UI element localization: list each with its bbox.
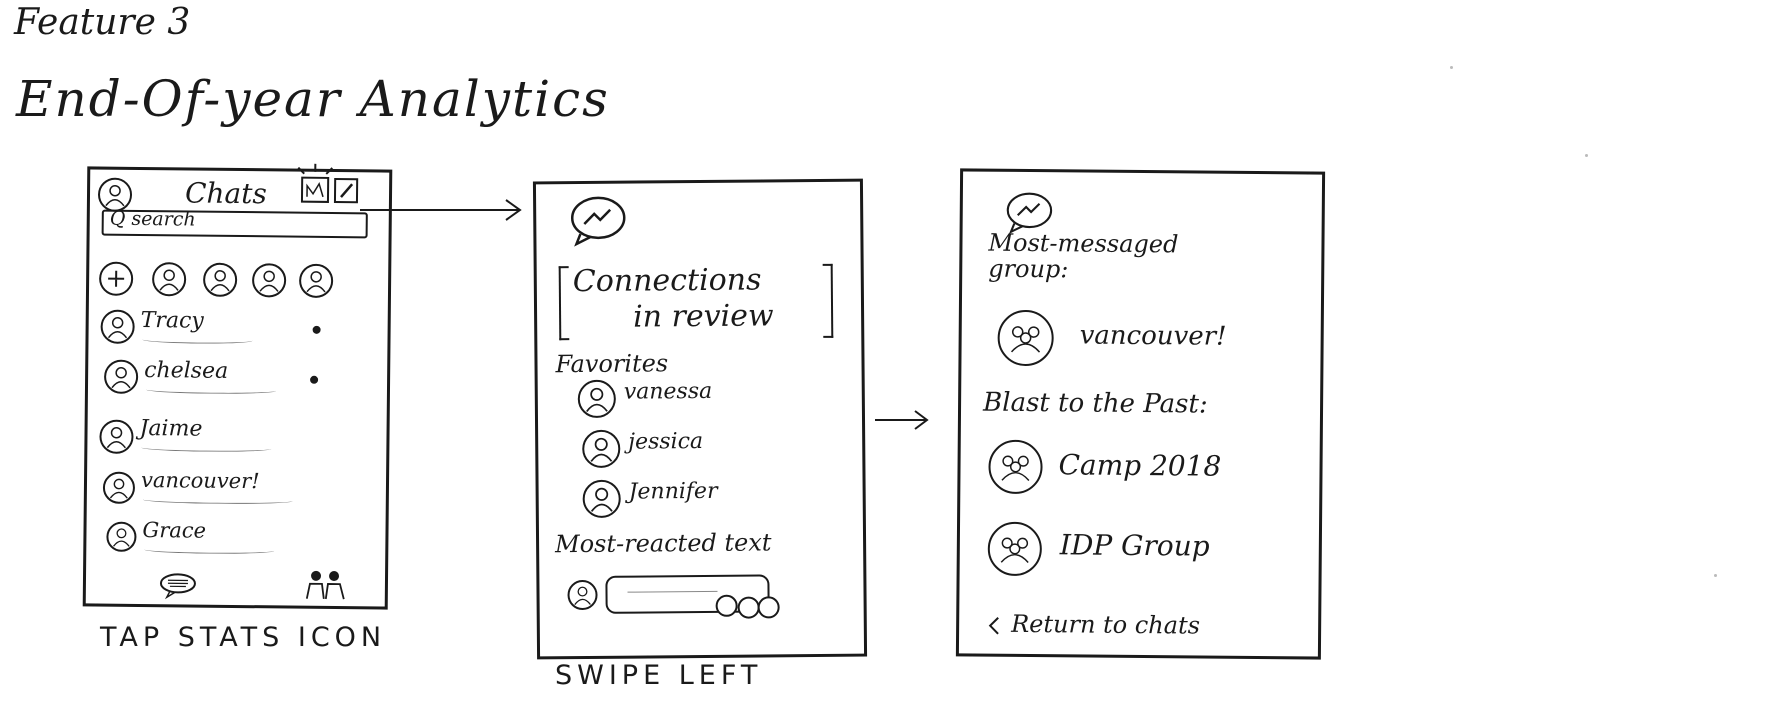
- chats-screen-sketch: Chats Q search Tracy chelsea Jaime: [82, 163, 393, 610]
- most-reacted-label: Most-reacted text: [554, 528, 772, 559]
- unread-dot: [310, 375, 319, 384]
- return-label: Return to chats: [1011, 609, 1201, 640]
- chats-title: Chats: [184, 176, 267, 211]
- feature-label: Feature 3: [14, 2, 191, 43]
- chat-row[interactable]: vancouver!: [102, 468, 363, 515]
- chat-name: Grace: [142, 518, 207, 543]
- arrow-icon: [875, 410, 929, 430]
- avatar-icon: [577, 379, 616, 419]
- avatar-icon: [99, 419, 134, 454]
- messenger-logo-icon: [1006, 192, 1053, 235]
- story-avatar-icon[interactable]: [251, 263, 287, 298]
- blast-label: Blast to the Past:: [982, 387, 1208, 420]
- add-story-icon[interactable]: [98, 261, 134, 296]
- chat-name: chelsea: [144, 358, 229, 384]
- group-row[interactable]: vancouver!: [997, 309, 1298, 373]
- caption-tap-stats: TAP STATS ICON: [100, 622, 387, 653]
- avatar-icon: [106, 521, 137, 552]
- paper-speck: [1585, 154, 1588, 157]
- chat-name: Tracy: [140, 307, 204, 334]
- compose-icon[interactable]: [333, 178, 360, 204]
- favorite-row[interactable]: jessica: [582, 428, 832, 470]
- heading-bracket: Connections in review: [558, 262, 834, 341]
- caption-swipe-left: SWIPE LEFT: [555, 660, 763, 691]
- favorite-name: Jennifer: [628, 478, 718, 505]
- chat-name: Jaime: [139, 415, 203, 442]
- chat-row[interactable]: Jaime: [99, 416, 359, 463]
- arrow-icon: [360, 199, 522, 221]
- story-avatar-icon[interactable]: [151, 262, 187, 297]
- reacted-message[interactable]: [567, 574, 807, 626]
- heading-line-2: in review: [632, 298, 774, 335]
- group-avatar-icon: [102, 471, 136, 504]
- return-to-chats-link[interactable]: Return to chats: [987, 610, 1287, 643]
- search-bar[interactable]: Q search: [101, 207, 368, 239]
- people-tab-icon[interactable]: [304, 570, 348, 600]
- chat-row[interactable]: Grace: [106, 518, 366, 565]
- reaction-icon: [737, 596, 760, 619]
- chat-name: vancouver!: [140, 467, 260, 494]
- avatar-icon: [100, 309, 135, 344]
- group-name: IDP Group: [1059, 528, 1210, 563]
- chevron-left-icon: [988, 617, 999, 635]
- favorites-label: Favorites: [555, 349, 669, 379]
- group-row[interactable]: IDP Group: [987, 521, 1289, 585]
- avatar-icon: [567, 579, 598, 611]
- group-name: Camp 2018: [1058, 448, 1222, 483]
- story-avatar-icon[interactable]: [298, 263, 334, 298]
- avatar-icon: [582, 479, 621, 519]
- avatar-icon: [103, 359, 139, 394]
- most-messaged-screen-sketch: Most-messaged group: vancouver! Blast to…: [955, 168, 1326, 660]
- favorite-row[interactable]: vanessa: [577, 378, 828, 420]
- story-avatar-icon[interactable]: [202, 262, 238, 297]
- messenger-logo-icon: [570, 196, 626, 247]
- favorite-row[interactable]: Jennifer: [582, 478, 833, 520]
- unread-dot: [312, 325, 321, 334]
- reaction-icon: [715, 594, 738, 617]
- search-placeholder: Q search: [109, 207, 196, 231]
- chats-tab-icon[interactable]: [158, 572, 198, 600]
- stats-icon[interactable]: [297, 163, 334, 204]
- group-name: vancouver!: [1079, 320, 1227, 352]
- chat-row[interactable]: chelsea: [103, 358, 364, 403]
- reaction-icon: [757, 596, 780, 619]
- page-title: End-Of-year Analytics: [16, 70, 610, 128]
- group-icon: [997, 309, 1054, 367]
- most-messaged-label: Most-messaged group:: [988, 228, 1179, 284]
- avatar-icon: [582, 429, 621, 469]
- paper-speck: [1450, 66, 1453, 69]
- favorite-name: vanessa: [623, 378, 713, 405]
- favorite-name: jessica: [628, 428, 704, 455]
- group-icon: [988, 439, 1043, 495]
- heading-line-1: Connections: [572, 262, 762, 300]
- connections-screen-sketch: Connections in review Favorites vanessa …: [532, 178, 868, 660]
- chat-row[interactable]: Tracy: [100, 307, 360, 353]
- profile-icon[interactable]: [97, 177, 133, 212]
- group-icon: [987, 521, 1043, 577]
- paper-speck: [1714, 574, 1717, 577]
- group-row[interactable]: Camp 2018: [988, 439, 1289, 503]
